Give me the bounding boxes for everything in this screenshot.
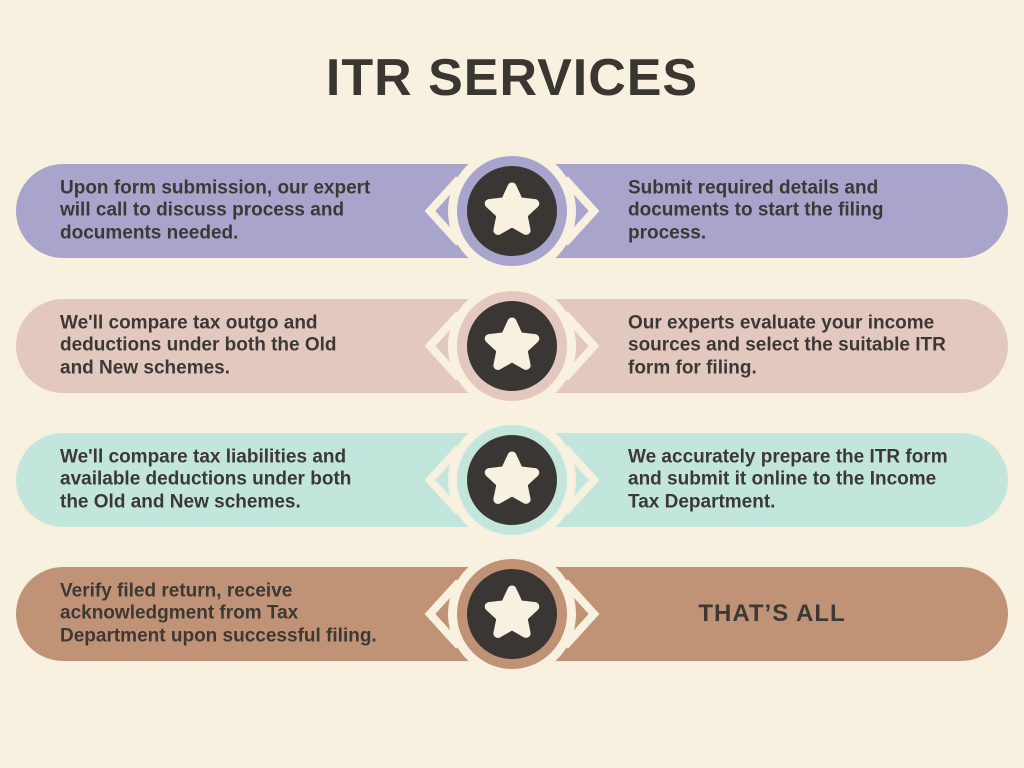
step-4-final-label: THAT’S ALL — [698, 600, 846, 627]
step-row-1: Upon form submission, our expert will ca… — [16, 147, 1008, 275]
star-icon — [484, 585, 540, 638]
chevron-left-icon — [424, 176, 462, 246]
chevron-right-icon — [562, 445, 600, 515]
step-3-star-badge — [424, 416, 600, 544]
chevron-right-icon — [562, 176, 600, 246]
chevron-right-icon — [562, 311, 600, 381]
step-2-right-text: Our experts evaluate your income sources… — [628, 312, 946, 379]
chevron-left-icon — [424, 579, 462, 649]
chevron-left-icon — [424, 311, 462, 381]
chevron-left-icon — [424, 445, 462, 515]
step-1-right-text: Submit required details and documents to… — [628, 177, 884, 244]
step-row-2: We'll compare tax outgo and deductions u… — [16, 282, 1008, 410]
step-row-4: Verify filed return, receive acknowledgm… — [16, 550, 1008, 678]
star-icon — [484, 317, 540, 370]
step-1-left-text: Upon form submission, our expert will ca… — [60, 177, 371, 244]
chevron-right-icon — [562, 579, 600, 649]
step-3-left-text: We'll compare tax liabilities and availa… — [60, 446, 352, 513]
star-icon — [484, 451, 540, 504]
star-icon — [484, 182, 540, 235]
step-4-left-text: Verify filed return, receive acknowledgm… — [60, 580, 377, 647]
page-title: ITR SERVICES — [325, 49, 699, 107]
step-1-star-badge — [424, 147, 600, 275]
step-4-star-badge — [424, 550, 600, 678]
step-3-right-text: We accurately prepare the ITR form and s… — [628, 446, 948, 513]
step-2-left-text: We'll compare tax outgo and deductions u… — [60, 312, 337, 379]
step-2-star-badge — [424, 282, 600, 410]
step-row-3: We'll compare tax liabilities and availa… — [16, 416, 1008, 544]
